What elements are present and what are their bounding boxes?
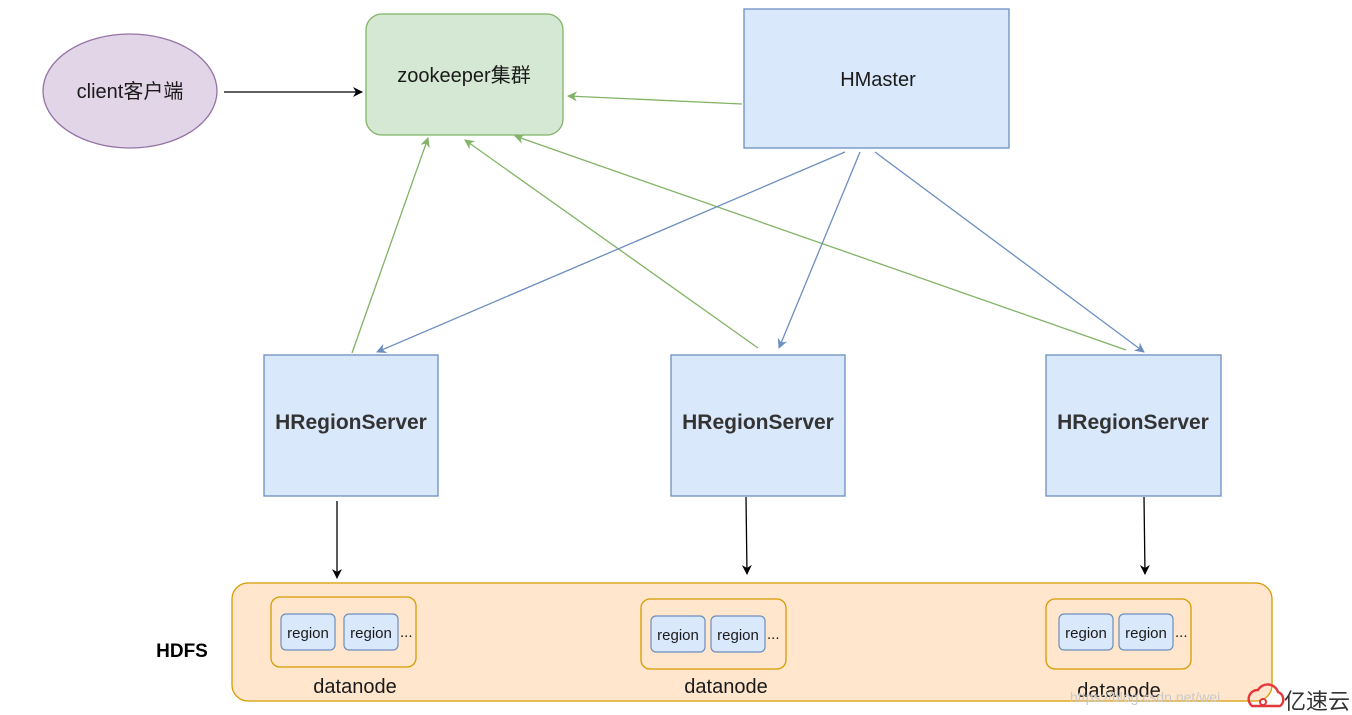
region-label: region (717, 627, 759, 644)
region-server-3 (1045, 354, 1222, 497)
hmaster-node (743, 8, 1010, 149)
region-server-1 (263, 354, 439, 497)
more-regions-ellipsis: ... (1175, 624, 1188, 641)
region-label: region (1065, 625, 1107, 642)
region-server-label: HRegionServer (1057, 411, 1209, 434)
datanode-3: region region ... datanode (1045, 598, 1192, 702)
edge-hmaster-to-server2 (777, 151, 861, 349)
zookeeper-node (365, 13, 564, 136)
region-label: region (287, 625, 329, 642)
region-box (710, 615, 766, 653)
edge-hmaster-to-server3 (874, 151, 1145, 353)
more-regions-ellipsis: ... (767, 626, 780, 643)
region-label: region (1125, 625, 1167, 642)
region-server-label: HRegionServer (682, 411, 834, 434)
edge-hmaster-to-zookeeper (567, 91, 743, 105)
region-label: region (657, 627, 699, 644)
datanode-label: datanode (1077, 680, 1160, 702)
region-server-2 (670, 354, 846, 497)
edge-server2-to-zookeeper (464, 139, 759, 349)
region-box (1058, 613, 1114, 651)
zookeeper-label: zookeeper集群 (397, 64, 530, 87)
region-box (343, 613, 399, 651)
datanode-label: datanode (684, 676, 767, 698)
hdfs-label: HDFS (156, 641, 208, 662)
datanode-label: datanode (313, 676, 396, 698)
edge-server1-to-zookeeper (351, 137, 430, 354)
region-label: region (350, 625, 392, 642)
region-server-label: HRegionServer (275, 411, 427, 434)
watermark-url: https://blog.csdn.net/wei (1070, 689, 1220, 705)
region-box (1118, 613, 1174, 651)
edge-server3-to-datanode3 (1139, 496, 1150, 575)
edge-server2-to-datanode2 (741, 496, 752, 575)
watermark-brand: 亿速云 (1284, 690, 1350, 715)
client-label: client客户端 (77, 80, 184, 103)
region-box (280, 613, 336, 651)
more-regions-ellipsis: ... (400, 624, 413, 641)
edge-hmaster-to-server1 (376, 151, 846, 354)
edge-server3-to-zookeeper (514, 134, 1127, 351)
region-box (650, 615, 706, 653)
datanode-2: region region ... datanode (640, 598, 787, 698)
client-node (42, 33, 218, 149)
cloud-logo-icon (1247, 683, 1285, 708)
datanode-1: region region ... datanode (270, 596, 417, 698)
hmaster-label: HMaster (840, 69, 916, 91)
